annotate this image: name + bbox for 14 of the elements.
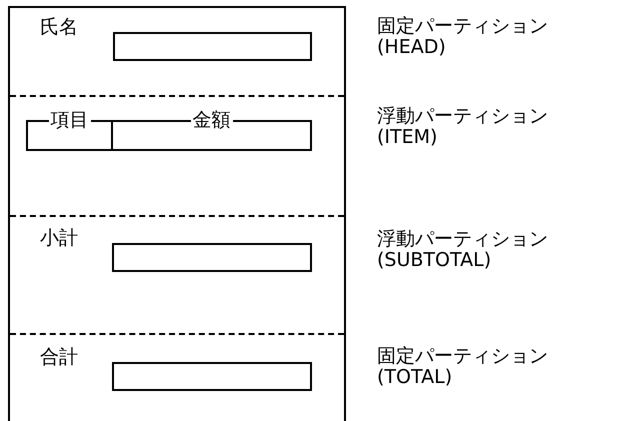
partition-label: 浮動パーティション	[377, 106, 548, 127]
partition-label: 固定パーティション	[377, 346, 548, 367]
partition-label: 固定パーティション	[377, 16, 548, 37]
field-label: 氏名	[40, 16, 78, 38]
column-heading: 金額	[190, 109, 232, 131]
partition-code: (SUBTOTAL)	[377, 250, 492, 271]
form-outline	[8, 6, 346, 421]
partition-code: (HEAD)	[377, 37, 446, 58]
partition-code: (ITEM)	[377, 127, 438, 148]
field-label: 小計	[40, 227, 78, 249]
column-heading: 項目	[48, 109, 90, 131]
partition-label: 浮動パーティション	[377, 229, 548, 250]
partition-code: (TOTAL)	[377, 367, 452, 388]
field-label: 合計	[40, 346, 78, 368]
